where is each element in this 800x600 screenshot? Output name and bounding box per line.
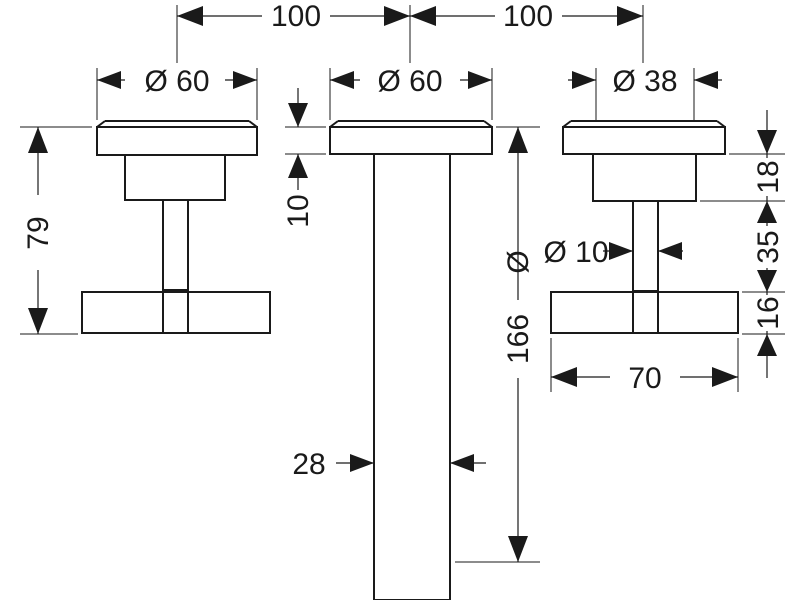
dimension-label-right-cap-height: 18 (752, 160, 785, 193)
dimension-label-left-diameter: Ø 60 (144, 65, 209, 98)
left-handle-stem (162, 199, 189, 291)
right-handle-base (550, 291, 739, 334)
dimension-label-right-base-width: 70 (628, 362, 661, 395)
dimension-label-handle-height: 79 (22, 216, 55, 249)
dimension-handle-height: 79 (20, 126, 92, 335)
left-handle (81, 120, 271, 334)
dimension-spout-length: 166 Ø (455, 126, 540, 563)
dimension-label-stem-diameter: Ø 10 (543, 236, 608, 269)
dimension-label-spout-length: 166 (502, 314, 535, 364)
dimension-label-right-diameter: Ø 38 (612, 65, 677, 98)
dimension-right-handle-diameter: Ø 38 (568, 65, 722, 120)
dimension-spacing: 100 100 (176, 0, 644, 63)
dimension-right-stack: 18 35 16 (700, 110, 785, 378)
dimension-spout-plate: 10 (282, 88, 326, 228)
left-handle-base (81, 291, 271, 334)
dimension-label-spout-diameter: Ø 60 (377, 65, 442, 98)
dimension-label-spout-plate: 10 (282, 194, 315, 227)
dimension-spout-diameter: Ø 60 (329, 65, 493, 120)
left-handle-cap (96, 126, 258, 156)
right-handle-cap (562, 126, 726, 155)
spout (329, 120, 493, 600)
dimension-left-handle-diameter: Ø 60 (96, 65, 258, 120)
right-handle-stem (632, 200, 659, 292)
right-handle-body (592, 153, 697, 202)
left-handle-body (124, 154, 226, 201)
right-handle (550, 120, 739, 334)
svg-text:Ø: Ø (502, 250, 535, 273)
dimension-label-right-stem-height: 35 (752, 230, 785, 263)
dimension-stem-diameter: Ø 10 (543, 236, 683, 269)
dimension-label-spacing-left: 100 (271, 0, 321, 33)
spout-tube (373, 153, 451, 600)
spout-plate (329, 126, 493, 155)
dimension-label-spout-width: 28 (292, 448, 325, 481)
dimension-label-spacing-right: 100 (503, 0, 553, 33)
dimension-right-base-width: 70 (550, 338, 739, 395)
dimension-label-right-base-height: 16 (752, 296, 785, 329)
dimension-spout-width: 28 (292, 448, 486, 481)
